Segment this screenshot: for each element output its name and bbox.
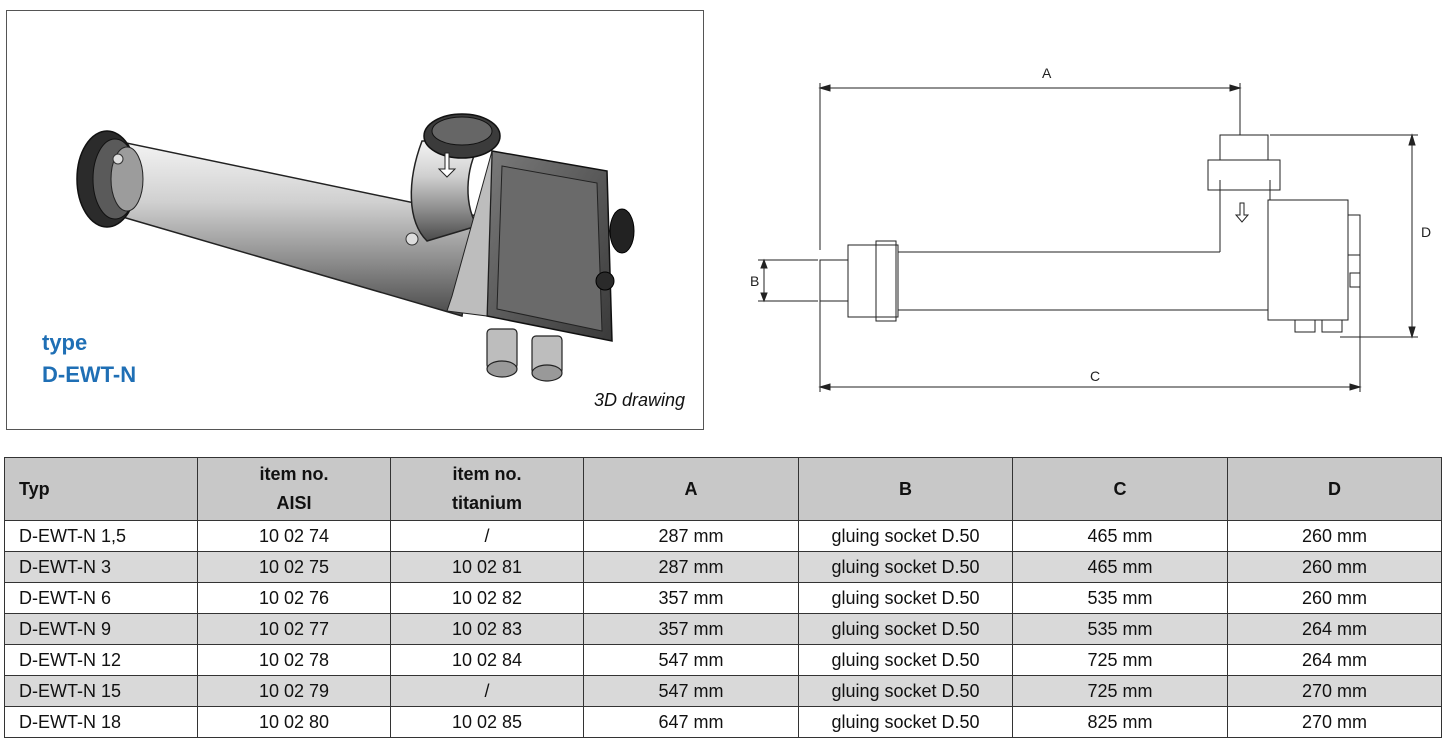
cell-b: gluing socket D.50 (798, 582, 1013, 614)
cell-typ: D-EWT-N 1,5 (4, 520, 198, 552)
header-typ: Typ (4, 457, 198, 521)
cell-b: gluing socket D.50 (798, 706, 1013, 738)
cell-d: 270 mm (1227, 706, 1442, 738)
cell-typ: D-EWT-N 9 (4, 613, 198, 645)
heater-3d-illustration (76, 113, 635, 382)
type-label-line1: type (42, 330, 88, 355)
cell-typ: D-EWT-N 3 (4, 551, 198, 583)
cell-titanium: / (390, 520, 584, 552)
cell-aisi: 10 02 74 (197, 520, 391, 552)
cell-b: gluing socket D.50 (798, 675, 1013, 707)
cell-titanium: / (390, 675, 584, 707)
drawing-3d-panel: type D-EWT-N 3D drawing (6, 10, 704, 430)
cell-typ: D-EWT-N 18 (4, 706, 198, 738)
cell-aisi: 10 02 76 (197, 582, 391, 614)
table-row: D-EWT-N 6 10 02 76 10 02 82 357 mm gluin… (4, 582, 1442, 614)
technical-drawing: A C D B (750, 65, 1431, 392)
header-item-aisi-line2: AISI (276, 493, 312, 513)
dim-label-a: A (1042, 65, 1052, 81)
table-row: D-EWT-N 15 10 02 79 / 547 mm gluing sock… (4, 675, 1442, 707)
header-item-aisi-line1: item no. (259, 464, 329, 484)
cell-a: 547 mm (583, 644, 799, 676)
table-row: D-EWT-N 3 10 02 75 10 02 81 287 mm gluin… (4, 551, 1442, 583)
cell-c: 535 mm (1012, 613, 1228, 645)
table-header-row: Typ item no. AISI item no. titanium A B … (4, 457, 1442, 521)
header-d: D (1227, 457, 1442, 521)
cell-titanium: 10 02 83 (390, 613, 584, 645)
cell-titanium: 10 02 81 (390, 551, 584, 583)
cell-c: 465 mm (1012, 520, 1228, 552)
table-row: D-EWT-N 1,5 10 02 74 / 287 mm gluing soc… (4, 520, 1442, 552)
type-label: type D-EWT-N (42, 327, 136, 391)
cell-a: 647 mm (583, 706, 799, 738)
table-row: D-EWT-N 12 10 02 78 10 02 84 547 mm glui… (4, 644, 1442, 676)
cell-b: gluing socket D.50 (798, 551, 1013, 583)
cell-b: gluing socket D.50 (798, 520, 1013, 552)
cell-aisi: 10 02 77 (197, 613, 391, 645)
cell-c: 725 mm (1012, 675, 1228, 707)
type-label-model: D-EWT-N (42, 362, 137, 387)
cell-typ: D-EWT-N 6 (4, 582, 198, 614)
cell-c: 725 mm (1012, 644, 1228, 676)
cell-a: 357 mm (583, 582, 799, 614)
cell-a: 287 mm (583, 551, 799, 583)
spec-table: Typ item no. AISI item no. titanium A B … (4, 457, 1442, 738)
cell-d: 264 mm (1227, 613, 1442, 645)
cell-aisi: 10 02 78 (197, 644, 391, 676)
dim-label-d: D (1421, 224, 1431, 240)
cell-d: 260 mm (1227, 551, 1442, 583)
cell-titanium: 10 02 84 (390, 644, 584, 676)
cell-d: 270 mm (1227, 675, 1442, 707)
cell-b: gluing socket D.50 (798, 613, 1013, 645)
cell-b: gluing socket D.50 (798, 644, 1013, 676)
table-row: D-EWT-N 18 10 02 80 10 02 85 647 mm glui… (4, 706, 1442, 738)
dim-label-b: B (750, 273, 759, 289)
cell-d: 264 mm (1227, 644, 1442, 676)
cell-c: 465 mm (1012, 551, 1228, 583)
dim-label-c: C (1090, 368, 1100, 384)
cell-a: 357 mm (583, 613, 799, 645)
header-item-titanium: item no. titanium (390, 457, 584, 521)
cell-titanium: 10 02 82 (390, 582, 584, 614)
cell-typ: D-EWT-N 12 (4, 644, 198, 676)
header-item-aisi: item no. AISI (197, 457, 391, 521)
header-a: A (583, 457, 799, 521)
cell-aisi: 10 02 80 (197, 706, 391, 738)
header-item-titanium-line1: item no. (452, 464, 522, 484)
cell-aisi: 10 02 79 (197, 675, 391, 707)
cell-a: 547 mm (583, 675, 799, 707)
drawing-caption: 3D drawing (593, 390, 685, 410)
header-item-titanium-line2: titanium (452, 493, 522, 513)
cell-aisi: 10 02 75 (197, 551, 391, 583)
cell-c: 535 mm (1012, 582, 1228, 614)
header-b: B (798, 457, 1013, 521)
cell-d: 260 mm (1227, 520, 1442, 552)
cell-d: 260 mm (1227, 582, 1442, 614)
cell-typ: D-EWT-N 15 (4, 675, 198, 707)
header-c: C (1012, 457, 1228, 521)
cell-c: 825 mm (1012, 706, 1228, 738)
table-row: D-EWT-N 9 10 02 77 10 02 83 357 mm gluin… (4, 613, 1442, 645)
cell-titanium: 10 02 85 (390, 706, 584, 738)
cell-a: 287 mm (583, 520, 799, 552)
